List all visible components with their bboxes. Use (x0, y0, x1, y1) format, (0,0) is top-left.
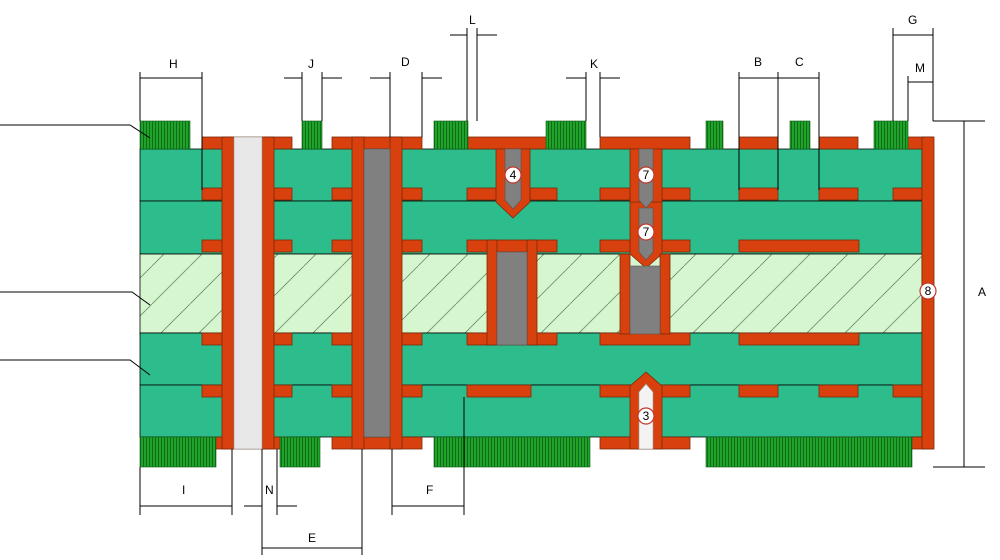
via-barrel-right (526, 239, 538, 346)
hole-barrel-left (351, 136, 365, 450)
callout-7-top-text: 7 (643, 168, 650, 182)
callout-7-top: 7 (637, 166, 655, 184)
callout-markers: 4 7 7 3 8 (504, 166, 937, 425)
dim-label-j: J (308, 57, 314, 71)
dimension-letters: H J D L K B C G M A I N E F (169, 13, 986, 545)
copper-pad (818, 187, 859, 201)
solder-mask-segment (139, 436, 217, 468)
via-barrel-left (619, 253, 631, 335)
solder-mask-segment (301, 120, 323, 150)
dim-label-k: K (590, 57, 598, 71)
copper-pad (331, 136, 423, 150)
via-barrel-right (659, 253, 671, 335)
callout-3-text: 3 (643, 409, 650, 423)
callout-8-text: 8 (925, 284, 932, 298)
hole-bore (233, 136, 263, 450)
dim-label-m: M (915, 61, 925, 75)
callout-7-bottom: 7 (637, 223, 655, 241)
callout-4-text: 4 (510, 168, 517, 182)
copper-pad (466, 136, 558, 150)
solder-mask-segment (433, 436, 591, 468)
solder-mask-segment (279, 436, 321, 468)
copper-pad (599, 136, 691, 150)
dim-label-d: D (401, 55, 410, 69)
copper-pad (738, 187, 779, 201)
callout-4: 4 (504, 166, 522, 184)
via-barrel-left (486, 239, 498, 346)
callout-8: 8 (919, 282, 937, 300)
solder-mask-top (139, 120, 909, 150)
copper-pad (818, 384, 859, 398)
via-fill (496, 251, 528, 346)
copper-pad (738, 239, 860, 253)
copper-pad (818, 136, 859, 150)
hole-fill (363, 148, 391, 438)
callout-7-bottom-text: 7 (643, 225, 650, 239)
solder-mask-segment (789, 120, 811, 150)
leader-line-solder-mask (0, 124, 151, 139)
dim-label-e: E (308, 531, 316, 545)
copper-pad (466, 239, 558, 253)
hole-barrel-right (261, 136, 275, 450)
copper-pad (892, 187, 924, 201)
copper-pad (738, 136, 779, 150)
copper-pad (738, 332, 860, 346)
copper-pad (892, 384, 924, 398)
dim-label-l: L (469, 13, 476, 27)
solder-mask-segment (433, 120, 469, 150)
dim-label-i: I (182, 483, 185, 497)
filled-through-hole (351, 136, 403, 450)
dimension-lines (139, 28, 985, 555)
leader-line-core (0, 291, 151, 306)
copper-pad (738, 384, 779, 398)
copper-pad (599, 332, 691, 346)
hole-barrel-left (221, 136, 235, 450)
dim-label-f: F (426, 483, 433, 497)
dim-label-b: B (754, 55, 762, 69)
dim-label-c: C (795, 55, 804, 69)
dim-label-g: G (908, 13, 917, 27)
hole-barrel-right (389, 136, 403, 450)
solder-mask-segment (139, 120, 191, 150)
buried-via (486, 239, 538, 346)
copper-pad (331, 436, 423, 450)
solder-mask-bottom (139, 436, 913, 468)
solder-mask-segment (873, 120, 909, 150)
plated-through-hole (221, 136, 275, 450)
solder-mask-segment (705, 436, 913, 468)
dim-label-n: N (265, 483, 274, 497)
leader-lines (0, 124, 151, 376)
solder-mask-segment (545, 120, 587, 150)
dim-label-h: H (169, 57, 178, 71)
via-fill (629, 265, 661, 335)
dim-label-a: A (978, 285, 986, 299)
callout-3: 3 (637, 407, 655, 425)
leader-line-prepreg (0, 359, 151, 376)
copper-pad (466, 384, 532, 398)
solder-mask-segment (705, 120, 724, 150)
